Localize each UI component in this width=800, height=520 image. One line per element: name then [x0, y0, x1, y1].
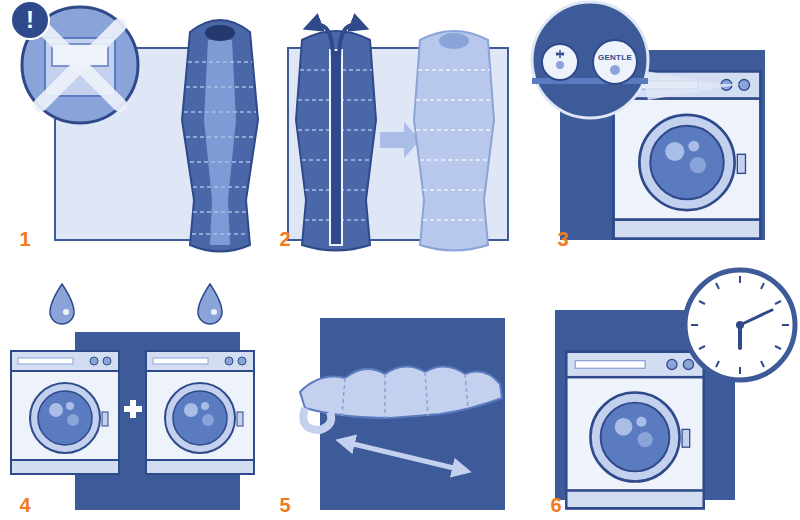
- sleeping-bag-inside-out: [439, 33, 469, 49]
- sleeping-bag-flat: [425, 372, 428, 416]
- clock: [699, 301, 705, 304]
- sleeping-bag-flat: [384, 374, 386, 418]
- zoom-dials: [556, 50, 564, 58]
- sleeping-bag-flat: [300, 366, 502, 430]
- panel-big-washer: [198, 284, 222, 324]
- sleeping-bag: [312, 25, 333, 60]
- zoom-dials: [556, 53, 564, 55]
- sleeping-bag: [296, 25, 376, 251]
- clock: [691, 276, 789, 374]
- crossed-washer: [40, 25, 120, 105]
- panel-big-washer: [50, 284, 74, 324]
- sleeping-bag: [184, 111, 256, 113]
- dial-label: GENTLE: [593, 53, 637, 63]
- sleeping-bag-inside-out: [414, 31, 494, 251]
- callout-number: 3: [552, 228, 574, 250]
- callout-number: 6: [545, 494, 567, 516]
- sleeping-bag-inside-out: [423, 219, 485, 221]
- sleeping-bag: [182, 20, 258, 252]
- clock: [739, 367, 741, 374]
- clock: [685, 270, 795, 380]
- sleeping-bag-flat: [303, 408, 331, 430]
- panel-big-washer: [130, 400, 136, 418]
- warning-mark: !: [11, 1, 49, 39]
- callout-number: 1: [14, 228, 36, 250]
- sleeping-bag: [193, 211, 247, 213]
- sleeping-bag-inside-out: [420, 159, 488, 161]
- panel-no-machine: [11, 1, 258, 252]
- warning-circle: [11, 1, 49, 39]
- sleeping-bag: [188, 61, 252, 63]
- sleeping-bag: [192, 233, 248, 235]
- sleeping-bag-inside-out: [416, 129, 492, 131]
- clock: [716, 283, 719, 289]
- sleeping-bag: [339, 25, 360, 60]
- zoom-dials: [610, 65, 620, 75]
- sleeping-bag-inside-out: [418, 69, 490, 71]
- sleeping-bag-inside-out: [423, 189, 485, 191]
- sleeping-bag: [186, 86, 254, 88]
- sleeping-bag: [204, 40, 236, 245]
- sleeping-bag: [296, 31, 376, 251]
- panel-big-washer: [11, 284, 254, 510]
- panel-big-washer: [11, 351, 119, 474]
- clock: [736, 321, 744, 329]
- sleeping-bag: [190, 161, 250, 163]
- clock: [782, 324, 789, 326]
- clock: [685, 270, 795, 380]
- panel-gentle-cycle: [640, 70, 742, 100]
- panel-lay-flat: [300, 318, 505, 510]
- clock: [740, 310, 772, 325]
- sleeping-bag-inside-out: [416, 70, 492, 220]
- callout-number: 5: [274, 494, 296, 516]
- sleeping-bag-flat: [465, 374, 468, 408]
- sleeping-bag-flat: [300, 366, 502, 418]
- clock: [716, 361, 719, 367]
- clock: [775, 301, 781, 304]
- crossed-washer: [40, 25, 120, 105]
- sleeping-bag-inside-out: [414, 31, 494, 251]
- clock: [761, 283, 764, 289]
- sleeping-bag-inside-out: [416, 99, 492, 101]
- clock: [775, 346, 781, 349]
- zoom-dials: [593, 40, 637, 84]
- zoom-dials: [556, 61, 564, 69]
- clock: [739, 276, 741, 283]
- sleeping-bag: [193, 186, 247, 188]
- clock: [699, 346, 705, 349]
- sleeping-bag: [184, 62, 256, 234]
- callout-number: 2: [274, 228, 296, 250]
- sleeping-bag: [186, 136, 254, 138]
- clock: [761, 361, 764, 367]
- panel-big-washer: [63, 309, 69, 315]
- zoom-dials: [532, 2, 648, 118]
- panel-gentle-cycle: [532, 2, 765, 240]
- spread-arrow: [345, 442, 462, 470]
- sleeping-bag: [205, 25, 235, 41]
- sleeping-bag-flat: [342, 378, 345, 416]
- zoom-dials: [532, 2, 648, 118]
- panel-dry-time: [566, 352, 703, 509]
- panel-zip-bag: [288, 25, 508, 251]
- clock: [691, 324, 698, 326]
- sleeping-bag: [330, 50, 342, 245]
- sleeping-bag: [182, 20, 258, 252]
- callout-number: 4: [14, 494, 36, 516]
- zoom-dials: [542, 44, 578, 80]
- zoom-dials: [556, 53, 564, 55]
- panel-big-washer: [146, 351, 254, 474]
- sleeping-bag-flat: [342, 372, 468, 418]
- panel-dry-time: [555, 270, 795, 508]
- panel-big-washer: [211, 309, 217, 315]
